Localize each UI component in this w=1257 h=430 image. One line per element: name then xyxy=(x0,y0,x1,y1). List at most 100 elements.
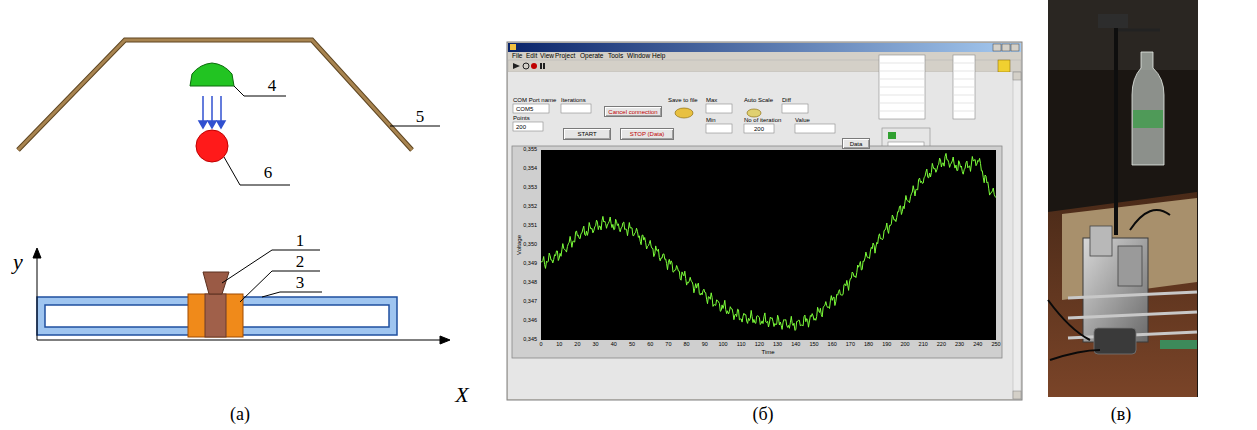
button: START xyxy=(563,128,611,140)
axis-label: y xyxy=(13,251,23,273)
tick-label: 200 xyxy=(900,342,909,348)
axis-title: Voltage xyxy=(516,235,522,255)
window-frame xyxy=(507,42,1022,400)
tick-label: 0,353 xyxy=(523,185,537,191)
toolbar-icon xyxy=(531,63,537,69)
tick-label: 30 xyxy=(593,342,599,348)
cardboard xyxy=(1062,198,1197,300)
signal-trace xyxy=(541,153,996,330)
tick-label: 180 xyxy=(864,342,873,348)
control-box xyxy=(879,55,925,119)
button: Data xyxy=(842,138,870,149)
list-row xyxy=(880,95,924,96)
scrollbar xyxy=(1013,391,1021,399)
tick-label: 90 xyxy=(702,342,708,348)
tick-label: 0,350 xyxy=(523,242,537,248)
bottle-label xyxy=(1133,110,1163,128)
control-label: Max xyxy=(706,97,717,103)
list-row xyxy=(954,87,974,88)
status-led xyxy=(888,132,896,139)
list-row xyxy=(880,103,924,104)
axis xyxy=(33,248,450,344)
control-box xyxy=(706,104,732,113)
light-rays xyxy=(199,96,225,128)
control-box xyxy=(706,124,732,133)
tick-label: 0,354 xyxy=(523,166,537,172)
guide-rod xyxy=(1068,312,1197,318)
panel-caption: (а) xyxy=(230,405,250,423)
tick-label: 40 xyxy=(611,342,617,348)
scheme xyxy=(18,40,450,344)
tick-label: 220 xyxy=(937,342,946,348)
green-strip xyxy=(1160,340,1197,349)
tick-label: 80 xyxy=(684,342,690,348)
guide-rod xyxy=(1068,292,1197,298)
tick-label: 140 xyxy=(791,342,800,348)
tick-label: 0,346 xyxy=(523,318,537,324)
list-row xyxy=(954,63,974,64)
cable xyxy=(1048,210,1170,360)
control-label: Diff xyxy=(782,97,791,103)
toolbar-icon xyxy=(513,63,520,69)
motor xyxy=(1094,328,1136,354)
chart-frame xyxy=(512,146,1002,358)
menu-item: Tools xyxy=(608,53,623,60)
tick-label: 20 xyxy=(574,342,580,348)
help-icon xyxy=(998,60,1010,72)
button-label: START xyxy=(577,131,596,137)
leader-line xyxy=(262,292,322,297)
apparatus-part xyxy=(1118,246,1142,286)
control-label: Min xyxy=(706,117,716,123)
list-row xyxy=(880,63,974,111)
photo xyxy=(1048,0,1198,397)
tick-label: 0,352 xyxy=(523,204,537,210)
scrollbar xyxy=(1013,72,1021,399)
callout-number: 2 xyxy=(296,253,305,270)
axis xyxy=(37,340,442,341)
menu-item: Window xyxy=(627,53,650,60)
menu-item: Operate xyxy=(580,53,604,60)
axis xyxy=(33,248,41,258)
sensor xyxy=(203,272,229,294)
light-source xyxy=(190,63,234,86)
callout-number: 4 xyxy=(268,77,277,94)
button-label: STOP (Data) xyxy=(630,131,664,137)
axis xyxy=(37,256,38,340)
leader-line xyxy=(224,157,290,185)
leader-line xyxy=(240,271,320,302)
front-panel xyxy=(508,72,1013,399)
list-row xyxy=(880,111,924,112)
callout-number: 5 xyxy=(416,108,425,125)
button: Cancel connection xyxy=(604,106,662,117)
toolbar xyxy=(508,60,1021,72)
callout-number: 6 xyxy=(264,164,273,181)
control-box xyxy=(561,104,591,113)
light-rays xyxy=(220,96,222,122)
tick-label: 0,351 xyxy=(523,223,537,229)
tick-label: 150 xyxy=(809,342,818,348)
indicator-led xyxy=(747,109,761,117)
stand-arm xyxy=(1118,29,1160,32)
title-bar xyxy=(508,43,1021,52)
list-row xyxy=(880,63,924,64)
control-label: Save to file xyxy=(668,97,698,103)
wall xyxy=(1048,0,1198,70)
window-button xyxy=(1011,44,1019,51)
tick-label: 190 xyxy=(882,342,891,348)
tick-label: 0,347 xyxy=(523,299,537,305)
stand-rod xyxy=(1114,20,1118,235)
control-label: Value xyxy=(795,117,810,123)
app-icon xyxy=(510,44,516,50)
bottle xyxy=(1132,52,1164,165)
control-box xyxy=(795,124,835,133)
leader-line xyxy=(234,86,286,96)
control-box xyxy=(782,104,808,113)
light-rays xyxy=(208,121,216,128)
screenshot xyxy=(507,42,1022,400)
toolbar-icon xyxy=(543,63,545,69)
control-label: No of iteration xyxy=(744,117,781,123)
menu-bar xyxy=(508,52,1021,60)
tick-label: 0,348 xyxy=(523,280,537,286)
leader-line xyxy=(390,126,440,127)
